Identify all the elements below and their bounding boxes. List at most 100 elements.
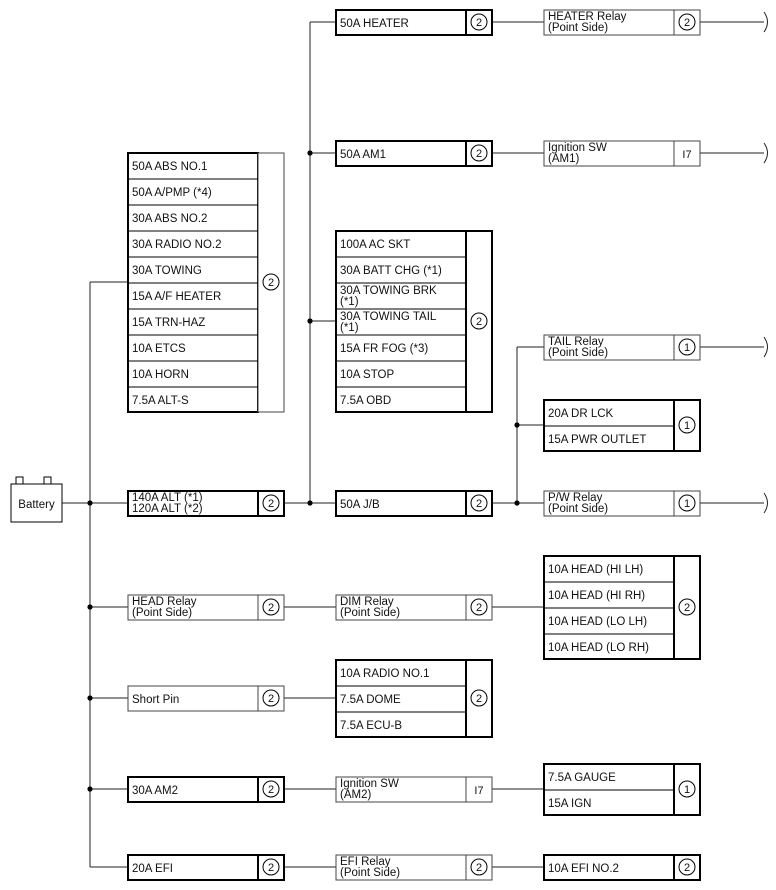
tail-relay-line1: TAIL Relay — [548, 336, 604, 348]
ignition-sw-am1: Ignition SW (AM1) I7 — [543, 140, 701, 167]
fuse-block-head: 10A HEAD (HI LH) 10A HEAD (HI RH) 10A HE… — [543, 555, 701, 660]
dim-relay-line1: DIM Relay — [340, 596, 394, 608]
dim-relay: DIM Relay (Point Side) 2 — [335, 594, 493, 621]
tail-relay-line2: (Point Side) — [548, 347, 608, 359]
ign-am2-line1: Ignition SW — [340, 778, 399, 790]
fuse-radio-no1: 10A RADIO NO.1 — [340, 668, 429, 680]
am2-label: 30A AM2 — [132, 785, 178, 797]
heater-label: 50A HEATER — [340, 18, 409, 30]
fuse-heater: 50A HEATER 2 — [335, 9, 493, 36]
short-pin: Short Pin 2 — [127, 685, 285, 712]
fuse-towing-brk-note: (*1) — [340, 296, 359, 308]
fuse-af-heater: 15A A/F HEATER — [132, 291, 221, 303]
fuse-ecu-b: 7.5A ECU-B — [340, 720, 402, 732]
efi-label: 20A EFI — [132, 863, 173, 875]
fuse-block-dr-lck: 20A DR LCK 15A PWR OUTLET 1 — [543, 399, 701, 452]
fuse-towing-brk: 30A TOWING BRK — [340, 285, 437, 297]
fuse-head-hi-lh: 10A HEAD (HI LH) — [548, 564, 643, 576]
fuse-head-lo-rh: 10A HEAD (LO RH) — [548, 642, 649, 654]
fuse-radio-no2: 30A RADIO NO.2 — [132, 239, 221, 251]
pw-relay-line2: (Point Side) — [548, 503, 608, 515]
connector-badge: 1 — [684, 498, 690, 510]
connector-code: I7 — [682, 149, 691, 161]
fuse-block-top-left: 50A ABS NO.1 50A A/PMP (*4) 30A ABS NO.2… — [127, 152, 285, 413]
fuse-towing-tail: 30A TOWING TAIL — [340, 311, 437, 323]
connector-badge: 2 — [268, 498, 274, 510]
ignition-sw-am2: Ignition SW (AM2) I7 — [335, 776, 493, 803]
head-relay: HEAD Relay (Point Side) 2 — [127, 594, 285, 621]
pw-relay: P/W Relay (Point Side) 1 — [543, 490, 701, 517]
ign-am1-line1: Ignition SW — [548, 142, 607, 154]
connector-badge: 2 — [476, 693, 482, 705]
head-relay-line2: (Point Side) — [132, 607, 192, 619]
short-pin-label: Short Pin — [132, 694, 179, 706]
dim-relay-line2: (Point Side) — [340, 607, 400, 619]
fuse-trn-haz: 15A TRN-HAZ — [132, 317, 205, 329]
fuse-fr-fog: 15A FR FOG (*3) — [340, 343, 428, 355]
connector-badge: 2 — [684, 17, 690, 29]
efi-relay-line1: EFI Relay — [340, 856, 391, 868]
fuse-efi: 20A EFI 2 — [127, 854, 285, 881]
connector-badge: 2 — [268, 602, 274, 614]
fuse-am2: 30A AM2 2 — [127, 776, 285, 803]
connector-badge: 1 — [684, 342, 690, 354]
connector-badge: 2 — [476, 316, 482, 328]
connector-badge: 2 — [684, 602, 690, 614]
head-relay-line1: HEAD Relay — [132, 596, 197, 608]
fuse-block-radio: 10A RADIO NO.1 7.5A DOME 7.5A ECU-B 2 — [335, 659, 493, 738]
ign-am1-line2: (AM1) — [548, 153, 579, 165]
connector-badge: 2 — [476, 862, 482, 874]
connector-badge: 2 — [476, 602, 482, 614]
fuse-ign: 15A IGN — [548, 798, 591, 810]
battery: Battery — [10, 476, 63, 523]
fuse-alt-s: 7.5A ALT-S — [132, 395, 189, 407]
connector-badge: 2 — [476, 148, 482, 160]
fuse-efi-no2: 10A EFI NO.2 2 — [543, 854, 701, 881]
fuse-am1: 50A AM1 2 — [335, 140, 493, 167]
fuse-block-gauge: 7.5A GAUGE 15A IGN 1 — [543, 763, 701, 816]
fuse-a-pmp: 50A A/PMP (*4) — [132, 187, 212, 199]
connector-badge: 2 — [476, 17, 482, 29]
fuse-abs-no1: 50A ABS NO.1 — [132, 161, 207, 173]
fuse-batt-chg: 30A BATT CHG (*1) — [340, 265, 442, 277]
fuse-ac-skt: 100A AC SKT — [340, 239, 410, 251]
connector-badge: 1 — [684, 784, 690, 796]
connector-badge: 2 — [684, 862, 690, 874]
efi-relay: EFI Relay (Point Side) 2 — [335, 854, 493, 881]
fuse-obd: 7.5A OBD — [340, 395, 391, 407]
fuse-abs-no2: 30A ABS NO.2 — [132, 213, 207, 225]
ign-am2-line2: (AM2) — [340, 789, 371, 801]
fuse-block-mid: 100A AC SKT 30A BATT CHG (*1) 30A TOWING… — [335, 230, 493, 413]
connector-badge: 2 — [268, 862, 274, 874]
connector-badge: 2 — [268, 784, 274, 796]
wires — [62, 11, 768, 868]
tail-relay: TAIL Relay (Point Side) 1 — [543, 334, 701, 361]
alt-line2: 120A ALT (*2) — [132, 503, 203, 515]
fuse-head-hi-rh: 10A HEAD (HI RH) — [548, 590, 645, 602]
fuse-dome: 7.5A DOME — [340, 694, 401, 706]
fuse-etcs: 10A ETCS — [132, 343, 186, 355]
fuse-gauge: 7.5A GAUGE — [548, 772, 616, 784]
battery-label: Battery — [18, 499, 55, 511]
alt-line1: 140A ALT (*1) — [132, 492, 203, 504]
connector-badge: 1 — [684, 420, 690, 432]
fuse-head-lo-lh: 10A HEAD (LO LH) — [548, 616, 647, 628]
heater-relay-line2: (Point Side) — [548, 22, 608, 34]
connector-badge: 2 — [268, 277, 274, 289]
fuse-horn: 10A HORN — [132, 369, 189, 381]
am1-label: 50A AM1 — [340, 149, 386, 161]
fuse-dr-lck: 20A DR LCK — [548, 408, 614, 420]
connector-badge: 2 — [476, 498, 482, 510]
heater-relay: HEATER Relay (Point Side) 2 — [543, 9, 701, 36]
efi-relay-line2: (Point Side) — [340, 867, 400, 879]
junction-dots — [87, 150, 520, 792]
fuse-towing-tail-note: (*1) — [340, 322, 359, 334]
pw-relay-line1: P/W Relay — [548, 492, 603, 504]
fuse-stop: 10A STOP — [340, 369, 394, 381]
connector-code: I7 — [474, 785, 483, 797]
fuse-pwr-outlet: 15A PWR OUTLET — [548, 434, 646, 446]
jb-label: 50A J/B — [340, 499, 380, 511]
fuse-alt: 140A ALT (*1) 120A ALT (*2) 2 — [127, 490, 285, 517]
connector-badge: 2 — [268, 693, 274, 705]
